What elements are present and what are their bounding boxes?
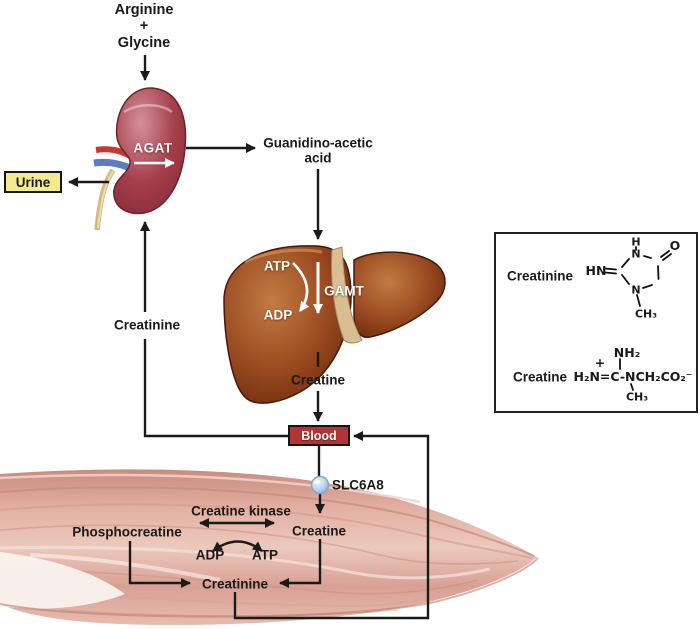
flow-arrows [68,55,430,620]
kidney-illustration [93,87,187,231]
creatine-kinase-label: Creatine kinase [191,503,291,519]
muscle-atp-label: ATP [252,547,278,563]
muscle-adp-label: ADP [195,547,225,563]
precursor-glycine-label: Glycine [117,34,171,51]
creatinine-methyl: CH₃ [634,307,658,321]
blood-box: Blood [288,425,350,446]
slc6a8-transporter-label: SLC6A8 [332,477,384,493]
liver-reaction-arrows [134,158,323,314]
creatine-charge: + [594,354,606,370]
slc6a8-transporter-dot [310,475,330,495]
precursor-arginine-label: Arginine [114,1,174,18]
creatine-muscle-label: Creatine [291,523,347,539]
creatine-backbone: H₂N=C-NCH₂CO₂⁻ [573,368,693,384]
blood-label: Blood [301,428,337,443]
panel-creatine-label: Creatine [512,369,568,385]
liver-atp-label: ATP [264,258,290,274]
phosphocreatine-label: Phosphocreatine [72,524,182,540]
agat-enzyme-label: AGAT [133,140,173,156]
guanidinoacetic-acid-label-line1: Guanidino-acetic [263,135,373,151]
panel-creatinine-label: Creatinine [506,268,574,284]
creatinine-muscle-label: Creatinine [201,576,269,592]
creatine-liver-label: Creatine [290,372,346,388]
precursor-plus-label: + [139,17,149,34]
creatinine-ring-n-top: N [631,247,641,261]
structure-box [494,232,698,413]
urine-box: Urine [4,171,62,193]
liver-adp-label: ADP [263,307,293,323]
creatine-amine: NH₂ [613,344,641,360]
creatinine-structure-bonds [604,246,672,307]
creatinine-carbonyl-o: O [669,237,681,253]
creatinine-ring-n-bottom: N [631,283,641,297]
urine-label: Urine [15,174,51,190]
creatinine-ring-h: H [631,235,641,249]
guanidinoacetic-acid-label-line2: acid [304,150,332,166]
creatine-structure-bonds [619,358,634,391]
creatinine-exo-hn: HN [585,262,607,278]
creatine-methyl: CH₃ [625,390,649,404]
muscle-illustration [0,469,539,626]
gamt-enzyme-label: GAMT [324,283,364,299]
creatinine-recycle-label: Creatinine [113,317,181,333]
